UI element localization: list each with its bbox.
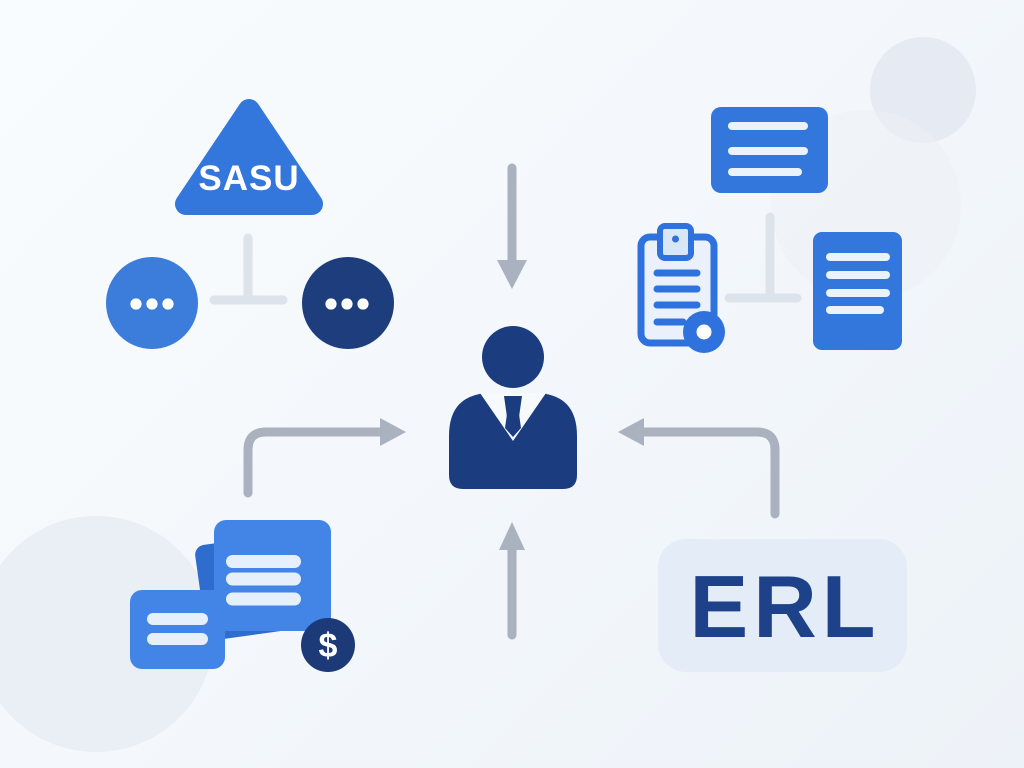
erl-badge: ERL xyxy=(658,539,907,672)
invoice-stack-icon: $ xyxy=(130,520,355,672)
elbow-arrow-right-icon xyxy=(243,418,406,498)
elbow-arrow-left-icon xyxy=(618,418,780,519)
document-tree-group xyxy=(637,107,902,353)
sasu-label: SASU xyxy=(198,159,299,198)
org-chart-group: SASU xyxy=(106,99,394,349)
businessperson-icon xyxy=(449,326,577,489)
front-invoice-card-icon xyxy=(214,520,331,631)
documents-connector-icon xyxy=(724,212,802,303)
dollar-badge-icon: $ xyxy=(301,618,355,672)
arrows-group xyxy=(243,163,780,640)
text-document-icon xyxy=(813,232,902,350)
org-connector-icon xyxy=(209,233,288,305)
ellipsis-circle-navy-icon xyxy=(302,257,394,349)
background-blob-bottom-left xyxy=(0,516,214,752)
clipboard-check-icon xyxy=(637,223,725,353)
org-chart-triangle-icon: SASU xyxy=(175,99,323,215)
text-card-icon xyxy=(711,107,828,193)
arrow-up-icon xyxy=(499,522,525,640)
small-invoice-card-icon xyxy=(130,590,225,669)
arrow-down-icon xyxy=(497,163,527,289)
dollar-symbol: $ xyxy=(319,627,338,665)
erl-label: ERL xyxy=(690,557,881,656)
ellipsis-circle-blue-icon xyxy=(106,257,198,349)
